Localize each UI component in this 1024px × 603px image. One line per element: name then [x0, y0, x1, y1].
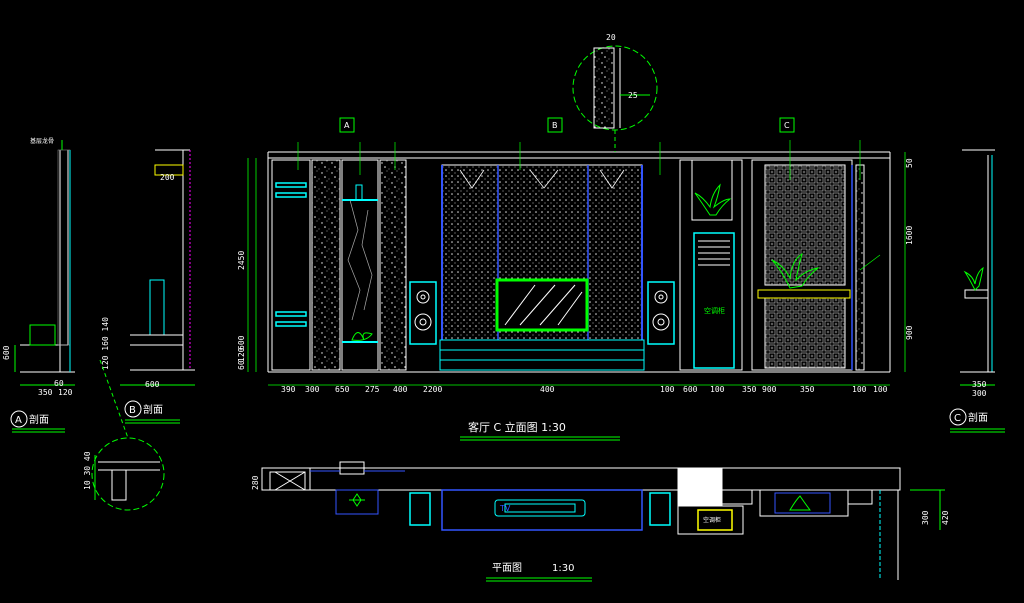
section-b-drawing [120, 149, 195, 386]
section-c-marker: C 剖面 [949, 408, 1005, 433]
section-a-dim-v: 600 [2, 345, 11, 360]
section-c-dim-2: 300 [972, 389, 987, 398]
elevation-dim-lines [247, 152, 906, 386]
elevation-dim-bottom-13: 100 [852, 385, 867, 394]
tv-screen [495, 278, 589, 332]
elevation-left-column [271, 159, 311, 371]
elev-marker-c: C [784, 121, 790, 130]
section-a-marker: A 剖面 [10, 410, 65, 433]
section-a-title: 剖面 [29, 413, 49, 426]
elevation-dim-left-1: 600 [237, 335, 246, 350]
elevation-dim-bottom-2: 650 [335, 385, 350, 394]
stone-panel-2 [379, 159, 407, 371]
plan-dim-left: 280 [251, 475, 260, 490]
elevation-dim-bottom-8: 600 [683, 385, 698, 394]
section-a-dim-3: 60 [54, 379, 64, 388]
elevation-title-text: 客厅 C 立面图 1:30 [468, 420, 566, 434]
section-a-drawing [14, 140, 75, 386]
section-a-marker-letter: A [15, 415, 22, 426]
elevation-dim-right-1: 1600 [905, 226, 914, 245]
section-c-dim-1: 350 [972, 380, 987, 389]
plan-ac-label: 空调柜 [703, 516, 721, 524]
elevation-dim-bottom-9: 100 [710, 385, 725, 394]
elevation-dim-bottom-0: 390 [281, 385, 296, 394]
section-b-marker-letter: B [129, 405, 136, 416]
elevation-dim-bottom-6: 400 [540, 385, 555, 394]
elevation-dim-left-3: 60 [237, 360, 246, 370]
elev-marker-a: A [344, 121, 350, 130]
elevation-dim-bottom-12: 350 [800, 385, 815, 394]
stone-panel-1 [311, 159, 341, 371]
elevation-dim-right-0: 50 [905, 158, 914, 168]
elevation-frame [267, 151, 891, 373]
elevation-dim-left-0: 2450 [237, 251, 246, 270]
speaker-left [409, 281, 437, 345]
section-b-dim-top: 200 [160, 173, 175, 182]
elevation-dim-bottom-3: 275 [365, 385, 380, 394]
speaker-right [647, 281, 675, 345]
plan-title: 平面图 1:30 [486, 562, 592, 582]
elevation-title: 客厅 C 立面图 1:30 [460, 420, 620, 441]
elevation-dim-right-2: 900 [905, 325, 914, 340]
elev-marker-b: B [552, 121, 558, 130]
section-b-marker: B 剖面 [124, 400, 180, 424]
detail-top-dim: 20 [606, 33, 616, 42]
lattice-panel [751, 159, 865, 371]
detail-left-dims: 10 30 40 [83, 451, 92, 490]
leader-lines [297, 140, 881, 271]
elevation-dim-bottom-7: 100 [660, 385, 675, 394]
section-b-dim-bottom: 600 [145, 380, 160, 389]
detail-circle-top [572, 45, 658, 152]
section-b-title: 剖面 [143, 403, 163, 416]
elevation-dims-bottom: 390 300 650 275 400 2200 400 100 600 100 350 900 350… [281, 385, 888, 394]
elevation-dim-bottom-11: 900 [762, 385, 777, 394]
elevation-markers: A B C [339, 117, 795, 133]
elevation-dim-bottom-10: 350 [742, 385, 757, 394]
plan-title-scale: 1:30 [552, 563, 574, 574]
section-a-note: 基层龙骨 [30, 137, 54, 145]
elevation-dims-right: 50 1600 900 [905, 158, 914, 340]
plan-dim-right-1: 300 [921, 510, 930, 525]
plan-title-name: 平面图 [492, 562, 522, 574]
niche-shelf [341, 159, 379, 371]
section-c-title: 剖面 [968, 411, 988, 424]
tv-cabinet [439, 339, 645, 371]
elevation-dim-bottom-14: 100 [873, 385, 888, 394]
elevation-dim-left-2: 120 [237, 347, 246, 362]
detail-circle-left [91, 359, 165, 511]
detail-top-dim-2: 25 [628, 91, 638, 100]
elevation-dim-bottom-4: 400 [393, 385, 408, 394]
plan-tv-label: TV [499, 504, 511, 513]
ac-label: 空调柜 [704, 306, 725, 315]
section-b-dim-v: 120 160 140 [101, 317, 110, 370]
ac-column [679, 159, 743, 371]
section-c-drawing [960, 149, 995, 386]
elevation-dim-bottom-1: 300 [305, 385, 320, 394]
elevation-dim-bottom-5: 2200 [423, 385, 442, 394]
section-a-dim-2: 120 [58, 388, 73, 397]
plan-dim-right-2: 420 [941, 510, 950, 525]
section-c-marker-letter: C [954, 413, 961, 424]
plan-drawing [261, 461, 945, 580]
section-a-dim-1: 350 [38, 388, 53, 397]
